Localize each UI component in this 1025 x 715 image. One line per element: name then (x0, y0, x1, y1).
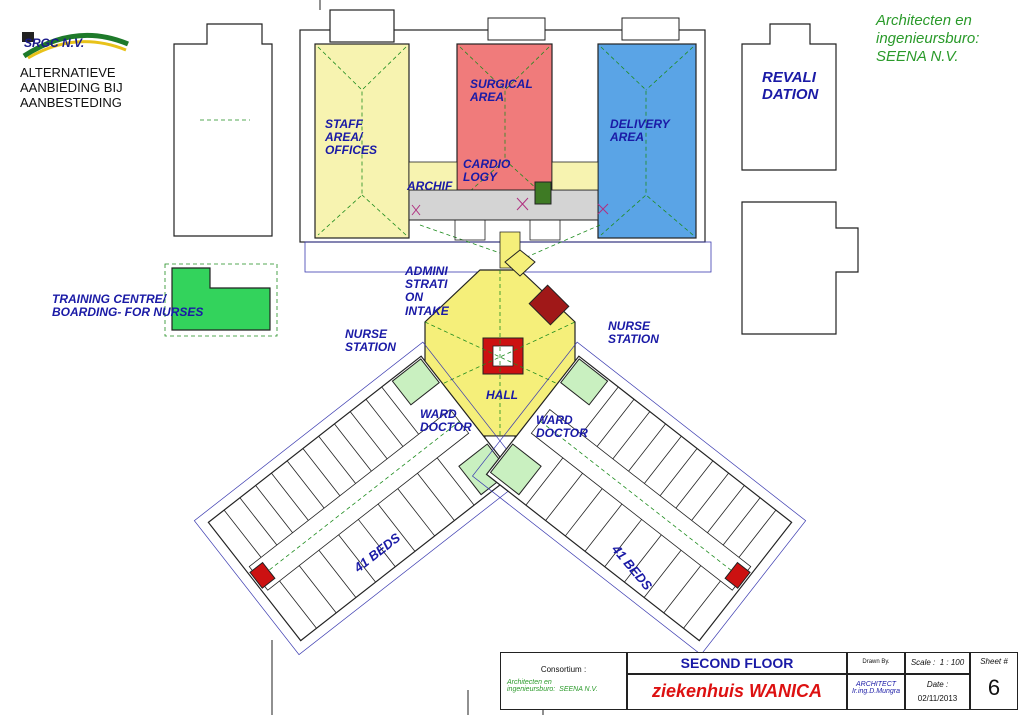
floor-title: SECOND FLOOR (680, 655, 794, 671)
header-left-line-3: AANBESTEDING (20, 95, 122, 110)
existing-building-right (741, 201, 859, 335)
revalidation-building (741, 23, 837, 171)
label-ward-doctor-left: WARD DOCTOR (420, 407, 472, 435)
drawn-by-label: Drawn By. (862, 659, 890, 665)
project-title: ziekenhuis WANICA (651, 681, 823, 701)
delivery-area (597, 43, 697, 239)
label-hall: HALL (486, 388, 518, 402)
corridor (408, 189, 599, 221)
logo-mark (22, 32, 129, 60)
scale-cell: Scale : 1 : 100 (905, 652, 970, 674)
drawn-by-cell: ARCHITECT Ir.ing.D.Mungra (847, 674, 905, 710)
company-logo: SRGC N.V. (20, 28, 132, 60)
date: 02/11/2013 (917, 694, 958, 703)
label-cardiology: CARDIO LOGY (463, 157, 511, 185)
right-wing (471, 341, 807, 656)
header-right-line-3: SEENA N.V. (876, 48, 959, 65)
sheet-label: Sheet # (980, 657, 1008, 666)
training-centre (171, 267, 271, 331)
project-cell: ziekenhuis WANICA (627, 674, 847, 710)
header-left-line-2: AANBIEDING BIJ (20, 80, 123, 95)
label-archive: ARCHIF (407, 179, 453, 193)
drawn-by: ARCHITECT Ir.ing.D.Mungra (852, 681, 900, 695)
label-administration: ADMINI STRATI ON INTAKE (405, 264, 449, 318)
label-surgical-area: SURGICAL AREA (470, 77, 533, 105)
cardio-room (534, 181, 552, 205)
consortium-cell: Consortium : Architecten en ingenieursbu… (500, 652, 627, 710)
admin-red-room (528, 284, 570, 326)
existing-building-left (173, 23, 273, 237)
header-right-line-2: ingenieursburo: (876, 30, 980, 47)
date-label: Date : (926, 680, 949, 689)
header-left-line-1: ALTERNATIEVE (20, 65, 116, 80)
floor-cell: SECOND FLOOR (627, 652, 847, 674)
surgical-area (456, 43, 553, 203)
sheet-number: 6 (987, 675, 1001, 700)
label-nurse-station-right: NURSE STATION (608, 319, 659, 347)
label-ward-doctor-right: WARD DOCTOR (536, 413, 588, 441)
label-training-centre: TRAINING CENTRE/ BOARDING- FOR NURSES (52, 292, 204, 320)
label-revalidation: REVALI DATION (762, 69, 819, 103)
header-right-line-1: Architecten en (876, 12, 972, 29)
drawn-by-label-cell: Drawn By. (847, 652, 905, 674)
label-nurse-station-left: NURSE STATION (345, 327, 396, 355)
label-staff-area: STAFF AREA/ OFFICES (325, 117, 378, 158)
logo-text: SRGC N.V. (24, 36, 85, 50)
consortium-text: Architecten en ingenieursburo: SEENA N.V… (507, 679, 598, 693)
consortium-label: Consortium : (540, 665, 587, 674)
scale: Scale : 1 : 100 (910, 658, 965, 667)
label-delivery-area: DELIVERY AREA (610, 117, 670, 145)
title-block: Consortium : Architecten en ingenieursbu… (500, 652, 1018, 710)
date-cell: Date : 02/11/2013 (905, 674, 970, 710)
sheet-cell: Sheet # 6 (970, 652, 1018, 710)
